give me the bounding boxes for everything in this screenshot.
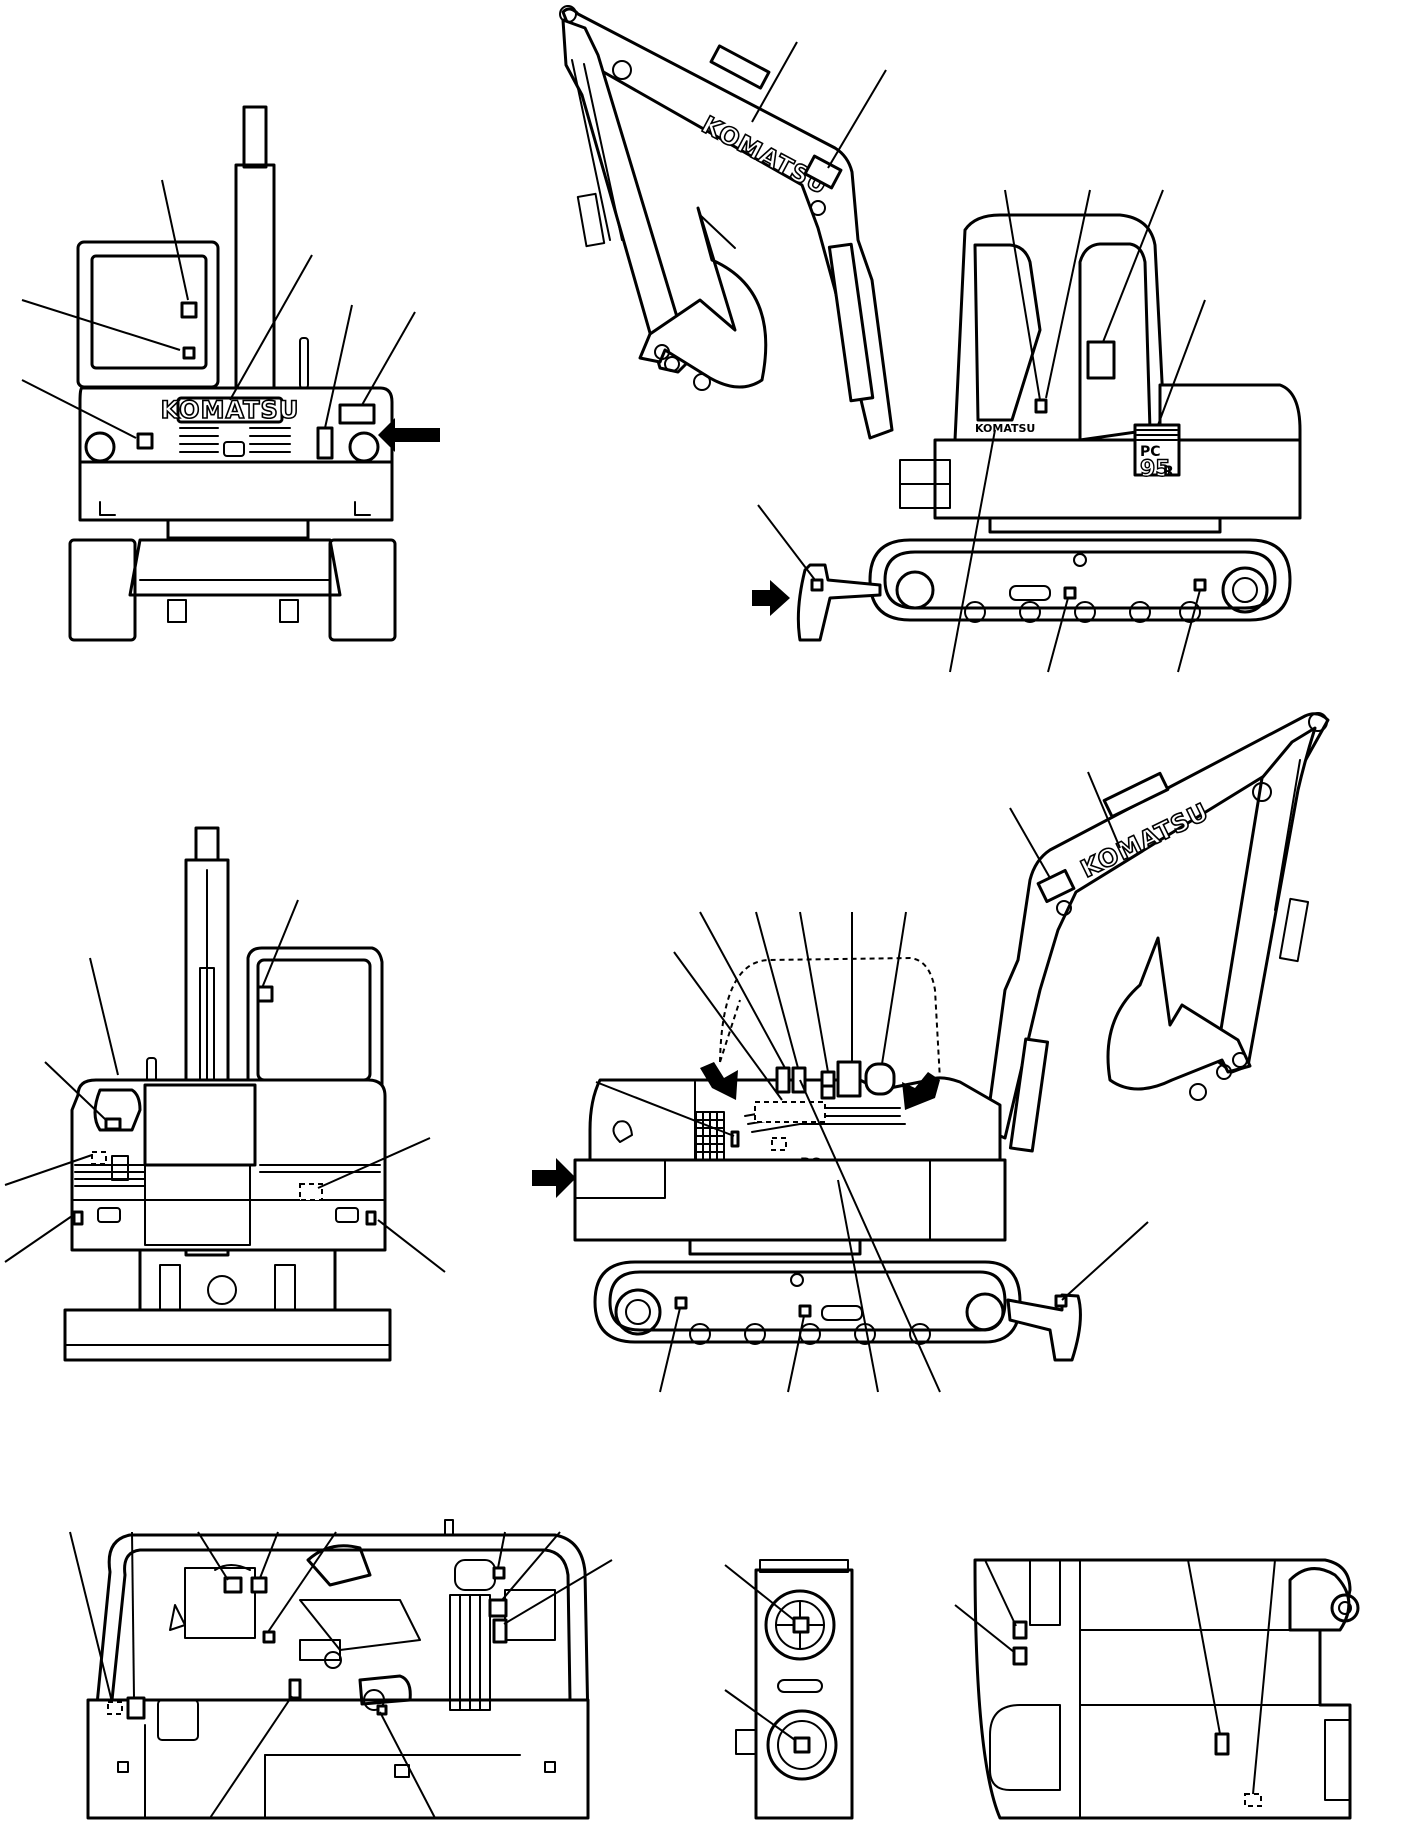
logo-decal-front: KOMATSU	[161, 396, 300, 424]
engine-bay-outline	[93, 1533, 590, 1727]
decal-cab-lower	[182, 346, 196, 360]
blade-side	[796, 563, 882, 642]
cab-window	[90, 254, 208, 370]
frame-base	[86, 1698, 590, 1820]
blade-right	[1006, 1293, 1082, 1362]
decal-hood-rear	[104, 1117, 122, 1131]
control-upper	[764, 1589, 836, 1661]
decal-bay-7	[488, 1598, 508, 1618]
detail-panel	[754, 1568, 854, 1820]
decal-hidden-right	[299, 1183, 323, 1201]
logo-decal-cab-side: KOMATSU	[975, 422, 1035, 435]
decal-bay-8	[492, 1618, 508, 1644]
decal-front-right	[338, 403, 376, 425]
boom-cylinder-side	[709, 44, 771, 90]
bucket-right	[1106, 936, 1252, 1091]
antenna	[299, 337, 309, 389]
decal-cab-upper	[180, 301, 198, 319]
decal-cab-rear	[256, 985, 274, 1003]
cab-door-window	[973, 243, 1042, 422]
decal-bay-4	[262, 1630, 276, 1644]
upper-frame-side	[933, 438, 1302, 520]
decal-panel-5	[836, 1060, 862, 1098]
front-grille	[179, 427, 291, 457]
view-arrow-blade	[752, 580, 790, 616]
decal-track-right-rear	[674, 1296, 688, 1310]
counterweight-front	[78, 460, 394, 522]
link-left	[167, 599, 187, 623]
boom-front	[234, 163, 276, 397]
view-arrow-hood	[700, 1062, 738, 1100]
decal-boom-side	[803, 154, 843, 190]
detail-view-frame	[954, 1558, 1360, 1820]
decal-track-frame-rear	[1193, 578, 1207, 592]
side-grille	[695, 1111, 725, 1161]
decal-control-upper	[792, 1616, 810, 1634]
decal-bay-hidden	[107, 1701, 123, 1715]
bucket-side	[638, 206, 768, 389]
arm-side	[561, 18, 692, 374]
decal-frame-hidden	[1244, 1793, 1262, 1807]
boom-lift-cylinder	[827, 242, 875, 403]
decal-frame-2	[1012, 1646, 1028, 1666]
right-headlamp	[348, 431, 380, 463]
decal-bay-3	[250, 1576, 268, 1594]
decal-front-left	[136, 432, 154, 450]
view-arrow-cab	[902, 1072, 940, 1110]
swing-circle	[166, 518, 310, 540]
boom-cylinder-rod	[242, 105, 268, 169]
cab-rear	[246, 946, 384, 1102]
left-side-view: PC 95 R KOMATSU KOMATSU	[559, 5, 1302, 673]
decal-bay-9	[376, 1704, 388, 1716]
decal-panel-1	[775, 1066, 791, 1094]
front-view: KOMATSU	[21, 105, 440, 642]
undercarriage-front	[128, 538, 342, 597]
detail-view-pedals	[724, 1559, 854, 1820]
decal-hidden-hood	[771, 1137, 787, 1151]
decal-rear-right	[365, 1210, 377, 1226]
decal-rear-left	[72, 1210, 84, 1226]
decal-bay-2	[223, 1576, 243, 1594]
decal-control-lower	[793, 1736, 811, 1754]
decal-track-right-center	[798, 1304, 812, 1318]
model-prefix-side: PC	[1140, 444, 1161, 460]
control-lower	[766, 1709, 838, 1781]
decal-cab-side	[1086, 340, 1116, 380]
right-track-front	[328, 538, 397, 642]
decal-bay-6	[492, 1566, 506, 1580]
blade-rear	[63, 1308, 392, 1362]
view-arrow-front	[378, 418, 440, 452]
track-frame-side	[868, 538, 1292, 622]
model-decal-side	[1133, 423, 1181, 477]
link-right	[279, 599, 299, 623]
track-frame-right	[593, 1260, 1022, 1344]
decal-bay-1	[126, 1696, 146, 1720]
decal-blade-side	[810, 578, 824, 592]
right-side-view: PC 95 R KOMATSU	[532, 712, 1330, 1393]
decal-panel-4	[820, 1084, 836, 1100]
decal-grille-side	[730, 1130, 740, 1148]
cab-rear-window	[1078, 242, 1152, 442]
decal-frame-3	[1214, 1732, 1230, 1756]
view-arrow-rear	[532, 1158, 576, 1198]
decal-panel-6	[864, 1062, 896, 1096]
model-number-side: 95	[1140, 457, 1171, 482]
decal-blade-right	[1054, 1294, 1068, 1308]
decal-cab-lever	[1034, 398, 1048, 414]
upper-frame-right	[573, 1158, 1007, 1242]
decal-hidden-left	[91, 1151, 107, 1165]
decal-track-frame-center	[1063, 586, 1077, 600]
left-headlamp	[84, 431, 116, 463]
rear-view	[4, 826, 446, 1362]
decal-bay-5	[288, 1678, 302, 1700]
decal-panel-3	[820, 1070, 836, 1088]
engine-compartment-view	[69, 1519, 613, 1820]
decal-boom-right	[1036, 868, 1076, 904]
decal-front-vertical	[316, 426, 334, 460]
model-suffix-side: R	[1163, 464, 1174, 480]
decal-frame-1	[1012, 1620, 1028, 1640]
left-track-front	[68, 538, 137, 642]
